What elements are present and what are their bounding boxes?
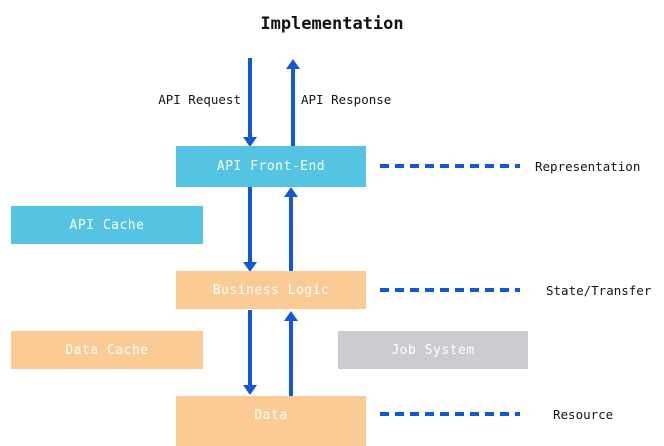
node-label-data-cache: Data Cache <box>65 342 149 358</box>
arrow-frontend-to-business-down <box>243 187 257 272</box>
node-api-front-end[interactable]: API Front-End <box>176 146 366 187</box>
arrow-business-to-frontend-up <box>284 187 298 272</box>
side-label-state-transfer: State/Transfer <box>546 283 652 298</box>
arrowhead-down-icon <box>243 262 257 272</box>
arrow-data-to-business-up <box>284 311 298 396</box>
node-api-cache[interactable]: API Cache <box>11 206 203 244</box>
node-label-job-system: Job System <box>391 342 475 358</box>
node-data-cache[interactable]: Data Cache <box>11 331 203 369</box>
arrow-api-response-up <box>286 59 300 146</box>
arrowhead-up-icon <box>284 187 298 197</box>
flow-label-api-response: API Response <box>301 92 392 107</box>
connector-state-transfer <box>380 288 520 292</box>
node-label-business-logic: Business Logic <box>212 282 330 298</box>
arrowhead-up-icon <box>286 59 300 69</box>
side-label-representation: Representation <box>535 159 641 174</box>
arrowhead-down-icon <box>243 137 257 147</box>
page-title: Implementation <box>260 14 404 34</box>
node-job-system[interactable]: Job System <box>338 331 528 369</box>
node-label-data: Data <box>254 407 288 423</box>
node-label-api-front-end: API Front-End <box>216 159 326 174</box>
arrow-business-to-data-down <box>243 310 257 395</box>
flow-label-api-request: API Request <box>158 92 241 107</box>
side-label-resource: Resource <box>553 407 614 422</box>
node-data[interactable]: Data <box>176 396 366 446</box>
connector-resource <box>380 412 520 416</box>
node-business-logic[interactable]: Business Logic <box>176 271 366 309</box>
node-label-api-cache: API Cache <box>69 217 145 233</box>
arrowhead-down-icon <box>243 385 257 395</box>
connector-representation <box>380 164 520 168</box>
arrow-api-request-down <box>243 58 257 147</box>
arrowhead-up-icon <box>284 311 298 321</box>
